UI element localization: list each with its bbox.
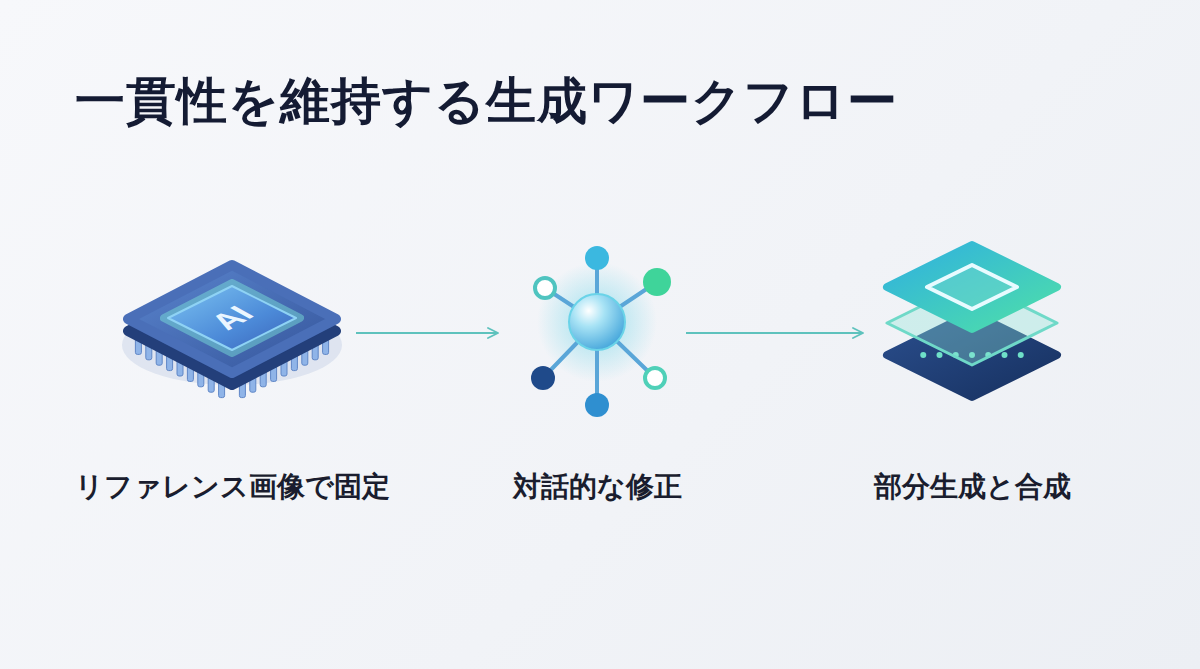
step-illustration — [512, 225, 682, 425]
workflow-step: 対話的な修正 — [512, 225, 682, 504]
flow-arrow — [356, 332, 498, 334]
step-label: 部分生成と合成 — [874, 470, 1071, 504]
diagram-title: 一貫性を維持する生成ワークフロー — [75, 68, 898, 135]
flow-arrow — [686, 332, 863, 334]
step-illustration — [877, 225, 1067, 425]
workflow-step: リファレンス画像で固定 — [75, 225, 390, 504]
workflow-step: 部分生成と合成 — [874, 225, 1071, 504]
step-icon — [877, 225, 1067, 425]
step-icon — [512, 225, 682, 425]
step-label: 対話的な修正 — [513, 470, 682, 504]
step-label: リファレンス画像で固定 — [75, 470, 390, 504]
